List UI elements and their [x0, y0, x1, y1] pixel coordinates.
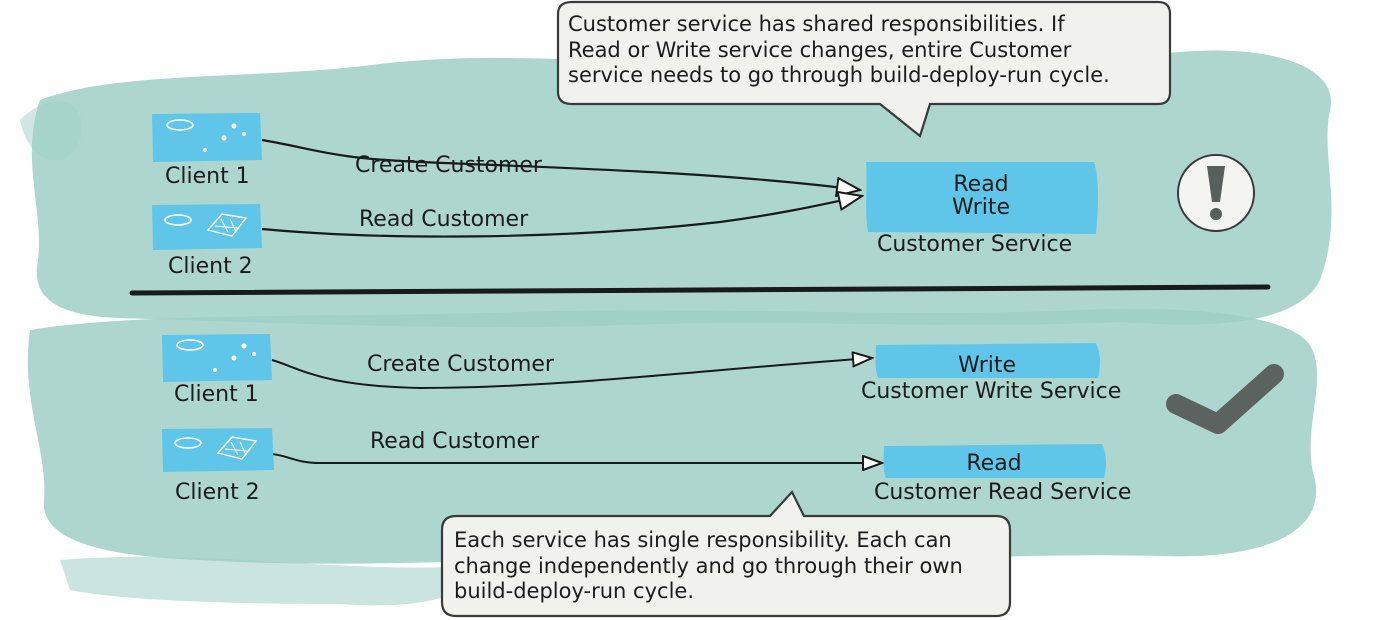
customer-write-service-label: Customer Write Service	[861, 379, 1122, 404]
customer-service-label: Customer Service	[877, 232, 1073, 257]
client-card-2-bottom	[162, 428, 274, 472]
checkmark-icon	[1166, 364, 1284, 434]
service-box-read	[883, 444, 1106, 478]
arrow-label-create-customer-top: Create Customer	[355, 153, 542, 178]
arrow-create-customer-top	[261, 138, 860, 190]
divider-line	[129, 284, 1271, 296]
callout-bubble-top	[556, 0, 1172, 138]
read-box-label: Read	[966, 451, 1022, 476]
service-line-read: Read	[953, 172, 1009, 197]
service-box-write	[875, 343, 1100, 378]
service-box-customer-service	[866, 162, 1098, 234]
arrow-read-customer-top	[261, 196, 862, 238]
client-card-1-bottom	[162, 334, 272, 382]
client-2-label-top: Client 2	[168, 254, 253, 279]
callout-text-bottom: Each service has single responsibility. …	[454, 528, 963, 604]
exclamation-icon	[1177, 154, 1255, 232]
client-1-label-top: Client 1	[165, 164, 250, 189]
customer-service-box-lines: Read Write	[866, 173, 1096, 219]
arrow-create-customer-bottom	[271, 358, 872, 390]
client-2-label-bottom: Client 2	[175, 480, 260, 505]
callout-bubble-bottom	[440, 490, 1012, 618]
client-1-label-bottom: Client 1	[174, 382, 259, 407]
customer-read-service-label: Customer Read Service	[874, 480, 1132, 505]
client-card-1-top	[152, 113, 262, 162]
client-card-2-top	[152, 204, 262, 250]
arrow-read-customer-bottom	[271, 453, 882, 463]
callout-text-top: Customer service has shared responsibili…	[568, 12, 1110, 88]
write-box-label: Write	[957, 353, 1017, 378]
arrow-label-read-customer-top: Read Customer	[359, 207, 529, 232]
arrow-label-create-customer-bottom: Create Customer	[367, 352, 554, 377]
arrow-label-read-customer-bottom: Read Customer	[370, 429, 540, 454]
service-line-write: Write	[951, 195, 1011, 221]
